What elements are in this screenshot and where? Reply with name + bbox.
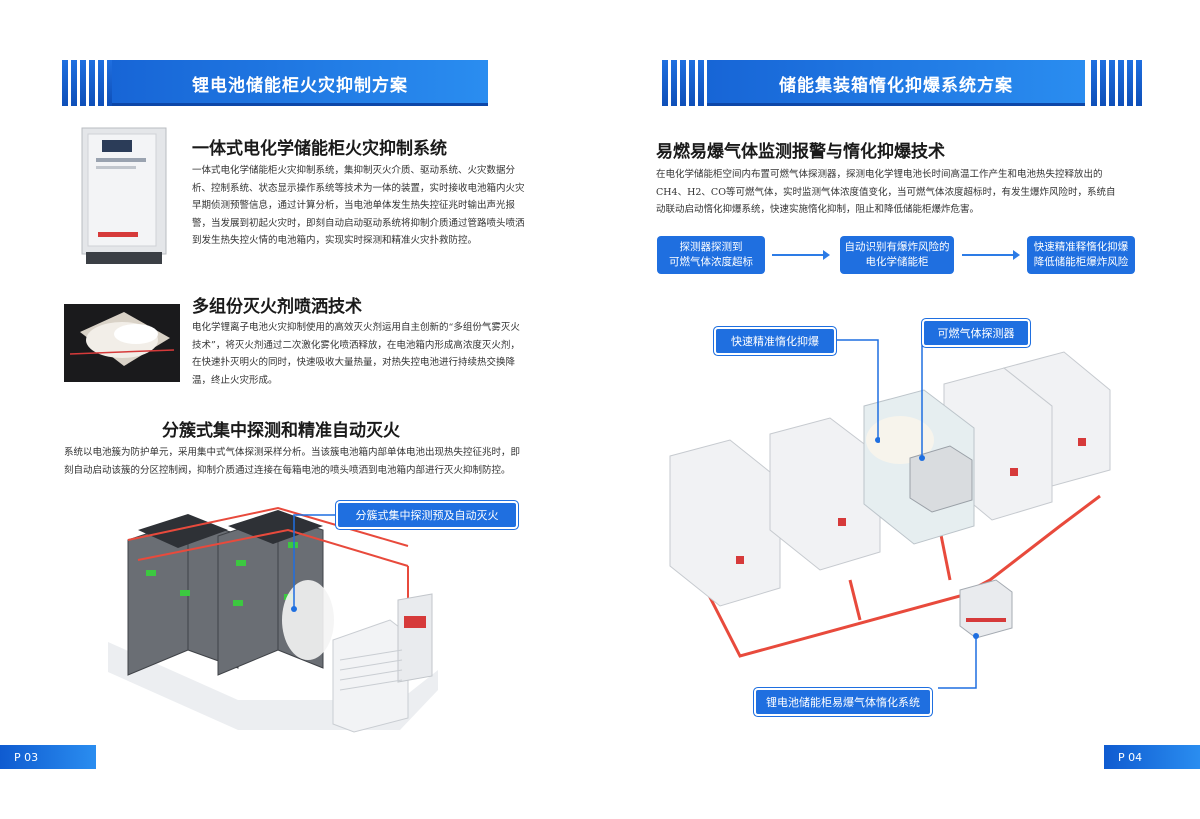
flow-step-line: 可燃气体浓度超标: [669, 256, 753, 268]
para-line: 早期侦测预警信息，通过计算分析，当电池单体发生热失控征兆时输出声光报: [192, 200, 516, 212]
para-line: 系统以电池簇为防护单元，采用集中式气体探测采样分析。当该簇电池箱内部单体电池出现…: [64, 447, 521, 458]
detector-leader: [919, 332, 925, 461]
storage-cabinet-image: [81, 127, 167, 264]
flow-step-line: 自动识别有爆炸风险的: [844, 241, 950, 253]
suppress-callout: 快速精准惰化抑爆: [716, 329, 834, 353]
right-header-stripes-end: [1091, 60, 1142, 106]
flow-step-3: 快速精准释惰化抑爆 降低储能柜爆炸风险: [1027, 236, 1135, 274]
left-header-title: 锂电池储能柜火灾抑制方案: [192, 75, 408, 96]
detector-callout: 可燃气体探测器: [924, 321, 1028, 345]
sec2-paragraph: 电化学锂离子电池火灾抑制使用的高效灭火剂运用自主创新的“多组份气雾灭火 技术”，…: [192, 319, 548, 389]
para-line: 析、控制系统、状态显示操作系统等技术为一体的装置，实时接收电池箱内火灾: [192, 182, 525, 194]
para-line: 技术”，将灭火剂通过二次激化雾化喷洒释放，在电池箱内形成高浓度灭火剂，: [192, 339, 520, 351]
para-line: 在快速扑灭明火的同时，快速吸收大量热量，对热失控电池进行持续热交换降: [192, 357, 516, 369]
detector-callout-label: 可燃气体探测器: [937, 327, 1015, 340]
system-callout-label: 锂电池储能柜易爆气体惰化系统: [766, 696, 920, 709]
battery-cluster-diagram: [108, 506, 438, 733]
right-header-title: 储能集装箱惰化抑爆系统方案: [779, 75, 1013, 96]
para-line: CH4、H2、CO等可燃气体，实时监测气体浓度值变化，当可燃气体浓度超标时，有发…: [656, 186, 1116, 198]
sec3-paragraph: 系统以电池簇为防护单元，采用集中式气体探测采样分析。当该簇电池箱内部单体电池出现…: [64, 444, 552, 479]
page-number-left: P 03: [0, 745, 96, 769]
para-line: 警，当发展到初起火灾时，即刻自动启动驱动系统将抑制介质通过管路喷头喷洒: [192, 217, 525, 229]
flow-step-line: 电化学储能柜: [865, 256, 929, 268]
right-sec1-title: 易燃易爆气体监测报警与惰化抑爆技术: [656, 142, 945, 162]
mist-spray-image: [64, 304, 180, 382]
callout-leader-left: [291, 514, 336, 612]
sec1-paragraph: 一体式电化学储能柜火灾抑制系统，集抑制灭火介质、驱动系统、火灾数据分 析、控制系…: [192, 162, 548, 250]
para-line: 到发生热失控火情的电池箱内，实现实时探测和精准火灾扑救防控。: [192, 235, 478, 247]
sec1-title: 一体式电化学储能柜火灾抑制系统: [192, 139, 447, 159]
flow-step-line: 探测器探测到: [679, 241, 743, 253]
para-line: 一体式电化学储能柜火灾抑制系统，集抑制灭火介质、驱动系统、火灾数据分: [192, 165, 516, 176]
flow-arrow-2: [962, 250, 1020, 260]
sec2-title: 多组份灭火剂喷洒技术: [192, 297, 362, 317]
suppress-leader: [826, 339, 880, 443]
left-header-stripes: [62, 60, 113, 106]
flow-step-line: 降低储能柜爆炸风险: [1033, 256, 1129, 268]
suppress-callout-label: 快速精准惰化抑爆: [731, 335, 819, 348]
page-number-left-label: P 03: [14, 750, 39, 764]
right-sec1-paragraph: 在电化学储能柜空间内布置可燃气体探测器，探测电化学锂电池长时间高温工作产生和电池…: [656, 166, 1138, 219]
para-line: 温，终止火灾形成。: [192, 374, 278, 386]
para-line: 在电化学储能柜空间内布置可燃气体探测器，探测电化学锂电池长时间高温工作产生和电池…: [656, 169, 1103, 180]
cluster-callout: 分簇式集中探测预及自动灭火: [338, 503, 516, 527]
system-leader: [938, 633, 979, 689]
page-number-right: P 04: [1104, 745, 1200, 769]
flow-step-line: 快速精准释惰化抑爆: [1033, 241, 1129, 253]
right-header-stripes: [662, 60, 704, 106]
flow-step-1: 探测器探测到 可燃气体浓度超标: [657, 236, 765, 274]
flow-step-2: 自动识别有爆炸风险的 电化学储能柜: [840, 236, 954, 274]
page-number-right-label: P 04: [1118, 750, 1143, 764]
cluster-callout-label: 分簇式集中探测预及自动灭火: [355, 509, 499, 522]
para-line: 电化学锂离子电池火灾抑制使用的高效灭火剂运用自主创新的“多组份气雾灭火: [192, 322, 520, 333]
right-section-header: 储能集装箱惰化抑爆系统方案: [707, 60, 1085, 106]
flow-arrow-1: [772, 250, 830, 260]
para-line: 刻自动启动该簇的分区控制阀，抑制介质通过连接在每箱电池的喷头喷洒到电池箱内部进行…: [64, 464, 511, 476]
left-section-header: 锂电池储能柜火灾抑制方案: [112, 60, 488, 106]
system-callout: 锂电池储能柜易爆气体惰化系统: [756, 690, 930, 714]
sec3-title: 分簇式集中探测和精准自动灭火: [162, 421, 400, 441]
containers-diagram: [669, 351, 1111, 658]
para-line: 动联动启动惰化抑爆系统，快速实施惰化抑制，阻止和降低储能柜爆炸危害。: [656, 204, 980, 216]
